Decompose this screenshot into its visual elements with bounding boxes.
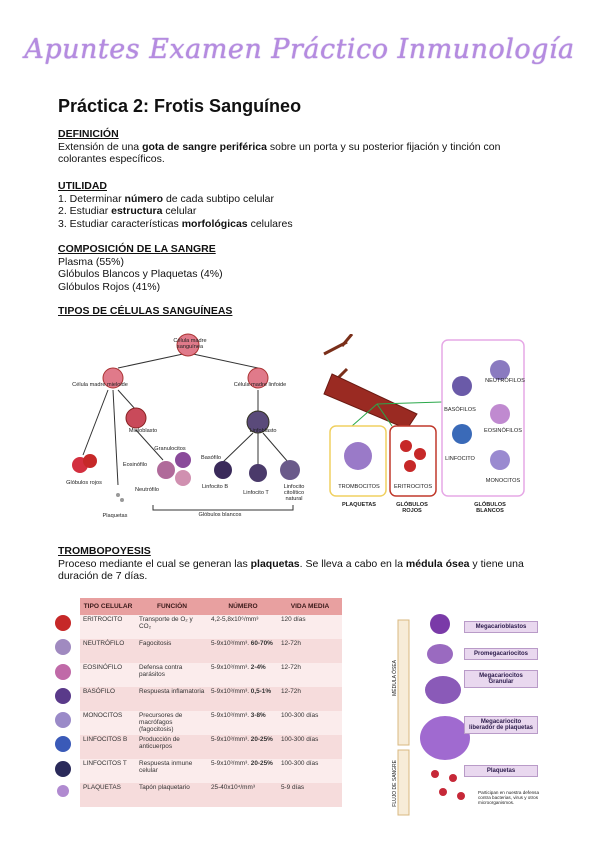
blood-vessel-diagram [323,334,525,497]
vessel-label: LINFOCITO [445,456,475,462]
page-banner: Apuntes Examen Práctico Inmunología [24,34,575,65]
vessel-label: NEUTRÓFILOS [485,378,525,384]
lymphocyte-t-icon [55,760,71,777]
composicion-item: Glóbulos Blancos y Plaquetas (4%) [58,268,223,280]
composicion-heading: COMPOSICIÓN DE LA SANGRE [58,243,216,255]
section-composicion: COMPOSICIÓN DE LA SANGRE Plasma (55%) Gl… [58,243,548,293]
tree-label: Mieloblasto [128,428,158,434]
flujo-label: FLUJO DE SANGRE [392,760,398,807]
utilidad-item: 1. Determinar número de cada subtipo cel… [58,192,274,205]
definicion-heading: DEFINICIÓN [58,128,119,140]
mk-note: Participan en nuestra defensa contra bac… [478,790,540,805]
hematopoiesis-diagram [72,333,300,511]
table-cell-icons [55,615,75,805]
composicion-item: Glóbulos Rojos (41%) [58,280,161,293]
tree-label: Basófilo [201,455,221,461]
section-trombopoyesis: TROMBOPOYESIS Proceso mediante el cual s… [58,545,548,583]
tree-label: Granulocitos [154,446,186,452]
erythrocyte-icon [55,615,71,631]
tree-label: Neutrófilo [135,487,159,493]
medula-label: MÉDULA ÓSEA [392,660,398,696]
tree-label: Linfoblasto [249,428,277,434]
composicion-item: Plasma (55%) [58,255,124,268]
section-definicion: DEFINICIÓN Extensión de una gota de sang… [58,128,548,166]
neutrophil-icon [55,639,71,656]
trombopoyesis-heading: TROMBOPOYESIS [58,545,151,557]
tree-label: Linfocito T [243,490,269,496]
tree-label: Célula madre mieloide [72,382,128,388]
cell-icon [72,333,300,502]
eosinophil-icon [55,663,71,680]
tree-label: Glóbulos rojos [66,480,102,486]
vessel-label: ERITROCITOS [393,484,433,490]
vessel-label: GLÓBULOS BLANCOS [474,502,506,514]
utilidad-heading: UTILIDAD [58,180,107,192]
definicion-text: Extensión de una gota de sangre periféri… [58,140,501,166]
tree-label: Plaquetas [102,513,128,519]
table-header: NÚMERO [208,598,278,615]
vessel-label: EOSINÓFILOS [484,428,522,434]
tree-label: Célula madre sanguínea [173,338,207,350]
mk-stage-label: Promegacariocitos [464,648,538,660]
vessel-label: TROMBOCITOS [338,484,380,490]
page-title: Práctica 2: Frotis Sanguíneo [58,96,302,116]
vessel-label: MONOCITOS [485,478,521,484]
tree-label: Linfocito B [201,484,229,490]
tree-label: Linfocito citolítico natural [283,484,305,502]
trombopoyesis-text: Proceso mediante el cual se generan las … [58,557,524,583]
table-header: TIPO CELULAR [80,598,136,615]
tree-label: Célula madre linfoide [233,382,287,388]
vessel-label: BASÓFILOS [444,407,476,413]
table-header: FUNCIÓN [136,598,208,615]
mk-stage-label: Megacarioblastos [464,621,538,633]
megakaryopoiesis-diagram [397,614,470,816]
utilidad-item: 3. Estudiar características morfológicas… [58,217,293,230]
table-header: VIDA MEDIA [278,598,342,615]
utilidad-item: 2. Estudiar estructura celular [58,205,197,217]
tree-label: Glóbulos blancos [198,512,242,518]
monocyte-icon [55,712,71,729]
section-utilidad: UTILIDAD 1. Determinar número de cada su… [58,180,548,230]
mk-stage-label: Megacariocito liberador de plaquetas [464,716,538,734]
tipos-heading: TIPOS DE CÉLULAS SANGUÍNEAS [58,305,233,317]
vessel-label: GLÓBULOS ROJOS [396,502,428,514]
vessel-label: PLAQUETAS [341,502,377,508]
table-header-row: TIPO CELULAR FUNCIÓN NÚMERO VIDA MEDIA [80,598,342,615]
basophil-icon [55,687,71,704]
cell-types-table: TIPO CELULAR FUNCIÓN NÚMERO VIDA MEDIA E… [80,598,342,807]
section-tipos: TIPOS DE CÉLULAS SANGUÍNEAS [58,305,548,318]
lymphocyte-b-icon [55,736,71,753]
mk-stage-label: Megacariocitos Granular [464,670,538,688]
platelet-icon [57,785,69,798]
tree-label: Eosinófilo [122,462,148,468]
mk-stage-label: Plaquetas [464,765,538,777]
